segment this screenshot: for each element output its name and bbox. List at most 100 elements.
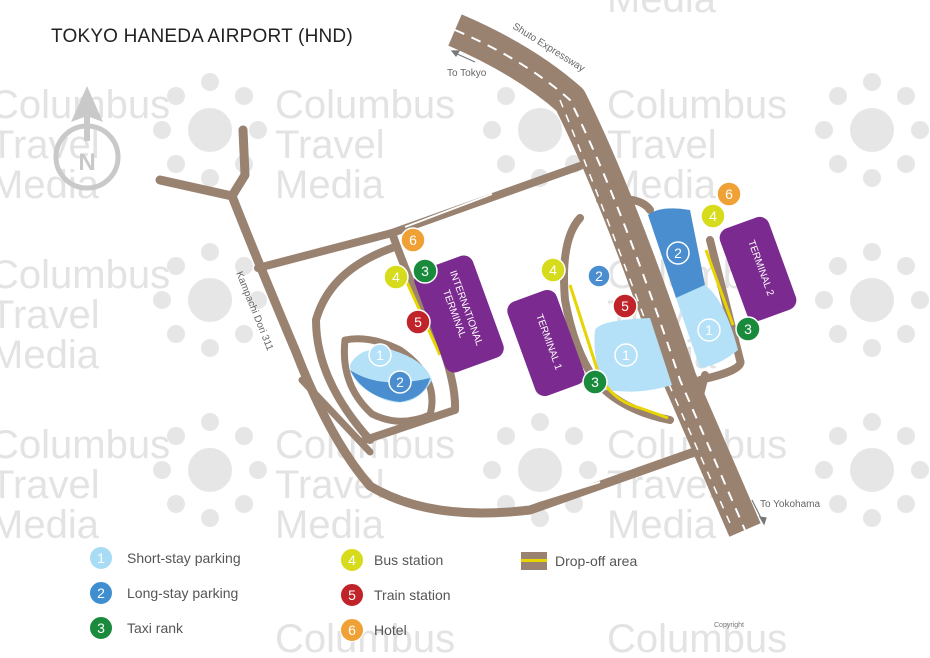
legend-item-long-stay: 2 Long-stay parking (89, 581, 238, 605)
hotel-marker[interactable]: 6 (716, 181, 742, 207)
train-station-icon: 5 (340, 583, 364, 607)
dropoff-t2 (704, 249, 735, 326)
svg-text:3: 3 (421, 263, 429, 279)
svg-text:4: 4 (392, 269, 400, 285)
dropoff-area-icon (521, 552, 547, 570)
svg-text:6: 6 (725, 186, 733, 202)
map-markers: 6 4 3 5 1 2 4 2 5 1 3 6 4 2 1 3 (368, 181, 761, 395)
copyright-text: Copyright (714, 622, 744, 629)
legend-label: Bus station (374, 552, 444, 568)
watermark-line: Travel (607, 123, 717, 167)
road-segment (560, 214, 674, 424)
svg-text:2: 2 (595, 268, 603, 284)
legend-label: Long-stay parking (127, 585, 239, 601)
watermark-line: Columbus (0, 423, 170, 467)
taxi-rank-marker[interactable]: 3 (735, 316, 761, 342)
watermark-line: Travel (0, 293, 100, 337)
watermark-flower-icon (815, 243, 929, 357)
legend-label: Drop-off area (555, 553, 638, 569)
road-segment (312, 244, 396, 444)
svg-text:1: 1 (622, 347, 630, 363)
svg-text:2: 2 (396, 374, 404, 390)
to-tokyo-arrow-icon (454, 52, 476, 63)
svg-text:5: 5 (621, 298, 629, 314)
watermark-line: Columbus (275, 617, 455, 658)
watermark-line: Columbus (0, 253, 170, 297)
short-stay-parking-marker[interactable]: 1 (697, 318, 721, 342)
watermark-text: Columbus Travel Media Columbus Travel Me… (0, 0, 787, 658)
svg-text:6: 6 (409, 232, 417, 248)
svg-text:3: 3 (744, 321, 752, 337)
hotel-icon: 6 (340, 618, 364, 642)
terminal-1[interactable]: TERMINAL 1 (504, 287, 587, 399)
taxi-rank-marker[interactable]: 3 (412, 258, 438, 284)
svg-text:2: 2 (674, 245, 682, 261)
road-segment (298, 376, 374, 456)
road-segment (340, 335, 436, 425)
watermark-line: Travel (0, 463, 100, 507)
road-overpass (404, 193, 601, 501)
watermark-line: Media (0, 163, 100, 207)
train-station-marker[interactable]: 5 (612, 293, 638, 319)
short-stay-parking-marker[interactable]: 1 (614, 343, 638, 367)
compass-letter: N (78, 149, 95, 176)
bus-station-marker[interactable]: 4 (540, 257, 566, 283)
watermark-line: Media (275, 163, 385, 207)
legend-label: Hotel (374, 622, 407, 638)
svg-text:1: 1 (705, 322, 713, 338)
svg-text:4: 4 (709, 208, 717, 224)
watermark-line: Columbus (607, 83, 787, 127)
watermark-line: Media (0, 503, 100, 547)
road-segment (155, 125, 250, 201)
train-station-marker[interactable]: 5 (405, 309, 431, 335)
watermark-line: Media (0, 333, 100, 377)
legend-item-bus: 4 Bus station (340, 548, 443, 572)
svg-text:3: 3 (591, 374, 599, 390)
watermark-flower-icon (153, 413, 267, 527)
bus-station-marker[interactable]: 4 (383, 264, 409, 290)
watermark-line: Travel (275, 123, 385, 167)
legend-label: Taxi rank (127, 620, 184, 636)
watermark-flower-icon (815, 413, 929, 527)
taxi-rank-marker[interactable]: 3 (582, 369, 608, 395)
short-stay-parking-icon: 1 (89, 546, 113, 570)
legend-item-short-stay: 1 Short-stay parking (89, 546, 241, 570)
watermark-line: Columbus (607, 617, 787, 658)
svg-text:1: 1 (376, 347, 384, 363)
to-tokyo-label: To Tokyo (447, 68, 487, 79)
page-title: TOKYO HANEDA AIRPORT (HND) (51, 26, 353, 47)
legend-item-train: 5 Train station (340, 583, 451, 607)
watermark-line: Travel (0, 123, 100, 167)
legend-item-dropoff: Drop-off area (521, 552, 637, 570)
bus-station-icon: 4 (340, 548, 364, 572)
legend-label: Short-stay parking (127, 550, 241, 566)
legend-item-taxi: 3 Taxi rank (89, 616, 183, 640)
watermark-flower-icon (153, 73, 267, 187)
watermark-line: Media (607, 0, 717, 21)
watermark-line: Columbus (275, 83, 455, 127)
short-stay-parking-marker[interactable]: 1 (368, 343, 392, 367)
long-stay-parking-marker[interactable]: 2 (587, 264, 611, 288)
long-stay-parking-marker[interactable]: 2 (388, 370, 412, 394)
svg-text:4: 4 (549, 262, 557, 278)
watermark-flower-icon (815, 73, 929, 187)
watermark-line: Media (607, 503, 717, 547)
watermark-line: Media (275, 503, 385, 547)
watermark-line: Travel (607, 463, 717, 507)
terminal-2[interactable]: TERMINAL 2 (717, 214, 799, 324)
long-stay-parking-marker[interactable]: 2 (666, 241, 690, 265)
legend-item-hotel: 6 Hotel (340, 618, 407, 642)
taxi-rank-icon: 3 (89, 616, 113, 640)
bus-station-marker[interactable]: 4 (700, 203, 726, 229)
hotel-marker[interactable]: 6 (400, 227, 426, 253)
legend-label: Train station (374, 587, 451, 603)
to-yokohama-label: To Yokohama (760, 499, 820, 510)
svg-text:5: 5 (414, 314, 422, 330)
watermark-flower-icon (153, 243, 267, 357)
terminal-international[interactable]: INTERNATIONAL TERMINAL (411, 253, 506, 376)
north-arrow-icon: N (53, 86, 121, 191)
road-segment (696, 236, 745, 384)
long-stay-parking-icon: 2 (89, 581, 113, 605)
direction-arrows (450, 50, 767, 526)
